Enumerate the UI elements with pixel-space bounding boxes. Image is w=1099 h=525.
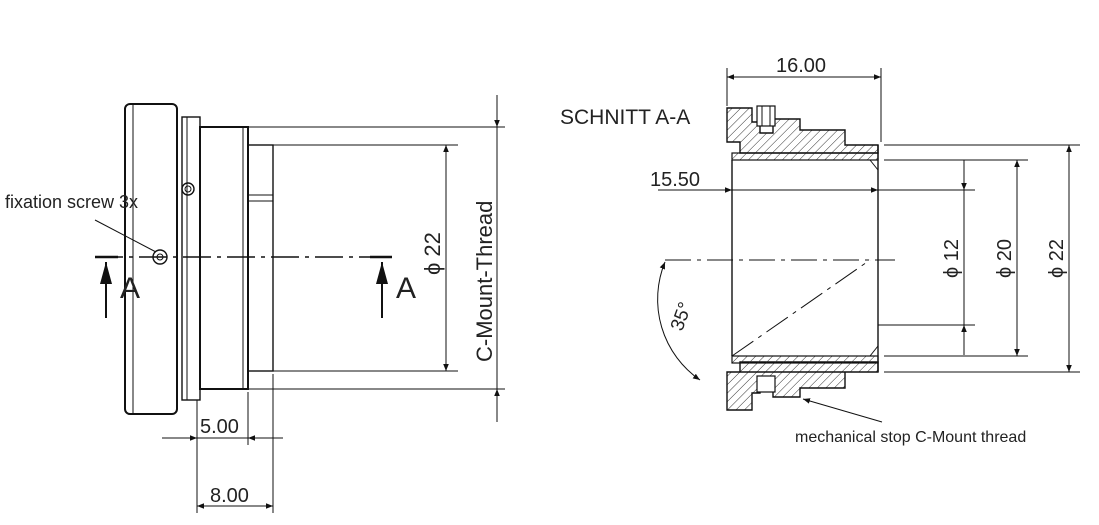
flange-top xyxy=(726,107,879,154)
dim-8: 8.00 xyxy=(210,485,249,507)
angle-arc xyxy=(657,261,701,381)
section-title: SCHNITT A-A xyxy=(560,106,690,129)
dim-dia20: ϕ 20 xyxy=(994,239,1016,278)
dim-15-5: 15.50 xyxy=(650,169,700,191)
dim-dia22-front: ϕ 22 xyxy=(420,232,445,275)
flange-ring xyxy=(124,103,178,415)
dim-angle: 35° xyxy=(667,300,697,334)
dim-16: 16.00 xyxy=(776,55,826,77)
c-mount-thread-label: C-Mount-Thread xyxy=(472,201,497,362)
screw-icon xyxy=(181,182,195,196)
section-view xyxy=(657,68,1080,423)
dim-5: 5.00 xyxy=(200,416,239,438)
mechanical-stop-label: mechanical stop C-Mount thread xyxy=(795,429,1026,446)
thin-ring xyxy=(181,116,201,401)
side-view xyxy=(94,95,505,513)
dim-dia22-section: ϕ 22 xyxy=(1046,239,1068,278)
body xyxy=(199,126,249,390)
screw-leader xyxy=(94,219,157,253)
thread-section xyxy=(247,144,274,372)
tube-wall-bottom xyxy=(731,355,879,364)
dim-dia12: ϕ 12 xyxy=(941,239,963,278)
fixation-screw-label: fixation screw 3x xyxy=(5,192,138,212)
section-marker-right: A xyxy=(396,272,416,305)
section-marker-left: A xyxy=(120,272,140,305)
flange-bottom xyxy=(726,361,879,411)
mechanical-stop-leader xyxy=(802,398,883,423)
tube-wall-top xyxy=(731,152,879,161)
